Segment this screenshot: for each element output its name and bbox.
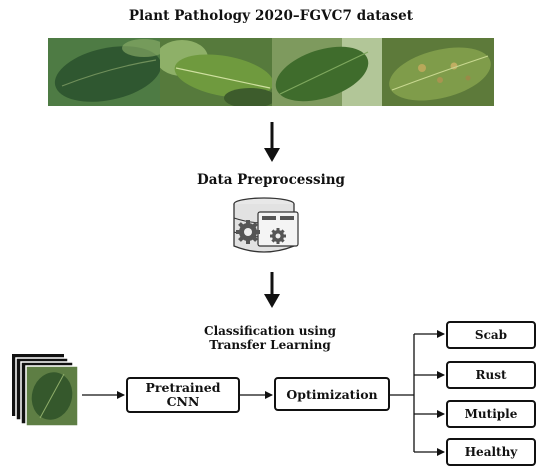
output-healthy: Healthy [446,438,536,466]
arrow-down-to-preprocessing [264,122,280,162]
image-stack-icon [12,354,79,427]
cnn-label-line2: CNN [166,394,200,409]
leaf-photo-4 [382,38,494,106]
dataset-title: Plant Pathology 2020–FGVC7 dataset [128,8,414,24]
leaf-image-strip [48,38,494,106]
optimization-box: Optimization [274,377,390,411]
classification-label-line1: Classification using [204,324,336,338]
arrow-down-to-classification [264,272,280,308]
pretrained-cnn-box: Pretrained CNN [126,377,240,413]
output-multiple: Mutiple [446,400,536,428]
database-gear-icon [233,197,299,253]
preprocessing-label: Data Preprocessing [197,172,345,188]
leaf-photo-2 [160,38,272,106]
output-scab: Scab [446,321,536,349]
classification-label: Classification using Transfer Learning [150,324,390,352]
cnn-label-line1: Pretrained [145,380,221,395]
leaf-photo-3 [272,38,382,106]
leaf-photo-1 [48,38,160,106]
output-rust: Rust [446,361,536,389]
classification-label-line2: Transfer Learning [209,338,331,352]
